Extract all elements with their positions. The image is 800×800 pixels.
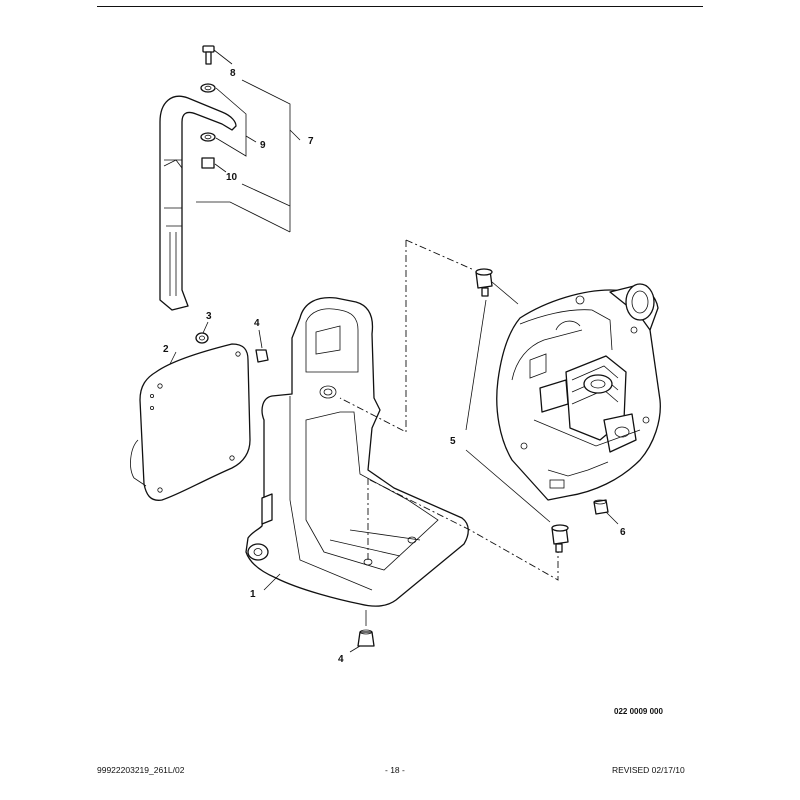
blower-housing-assembly xyxy=(496,283,661,501)
leader-lines-lower xyxy=(169,351,281,591)
callout-1: 1 xyxy=(250,589,256,600)
callout-7: 7 xyxy=(308,136,314,147)
mount-part-5 xyxy=(465,268,569,553)
callout-3: 3 xyxy=(206,311,212,322)
callout-6: 6 xyxy=(620,527,626,538)
callout-4-lower: 4 xyxy=(338,654,344,665)
callout-2: 2 xyxy=(163,344,169,355)
footer-page-number: - 18 - xyxy=(385,765,405,775)
callout-9: 9 xyxy=(260,140,266,151)
top-rule xyxy=(97,6,703,7)
callout-4-upper: 4 xyxy=(254,318,260,329)
callout-10: 10 xyxy=(226,172,238,183)
callout-8: 8 xyxy=(230,68,236,79)
grommet-part-3 xyxy=(195,321,209,344)
callout-5: 5 xyxy=(450,436,456,447)
diagram-reference-code: 022 0009 000 xyxy=(614,707,663,716)
grommet-part-6 xyxy=(593,499,619,525)
footer-document-number: 99922203219_261L/02 xyxy=(97,765,185,775)
grommet-part-4-upper xyxy=(255,329,269,363)
leader-lines-upper xyxy=(196,49,301,233)
strap-bracket-part xyxy=(159,45,237,311)
back-pad-part xyxy=(130,343,251,501)
footer-revision-date: REVISED 02/17/10 xyxy=(612,765,685,775)
assembly-dash-lines xyxy=(339,239,559,581)
back-frame-part xyxy=(245,296,469,607)
grommet-part-4-lower xyxy=(349,610,375,653)
